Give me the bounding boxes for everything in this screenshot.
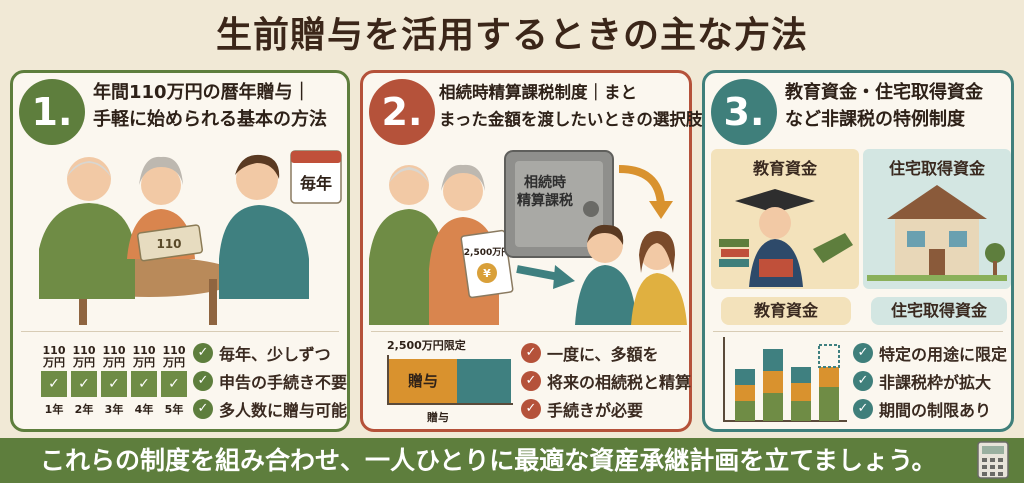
safe-label-2: 精算課税 — [517, 192, 573, 209]
check-icon: ✓ — [71, 371, 97, 397]
education-panel: 教育資金 — [711, 149, 859, 289]
calendar-label: 毎年 — [300, 174, 332, 193]
check-icon: ✓ — [853, 343, 873, 363]
check-icon: ✓ — [853, 371, 873, 391]
check-icon: ✓ — [193, 371, 213, 391]
safe-gift-illustration: 2,500万円 ¥ 相続時 精算課税 — [369, 150, 687, 325]
check-icon: ✓ — [193, 343, 213, 363]
feature-item: ✓期間の制限あり — [853, 395, 1007, 423]
card-number-badge: 2. — [369, 79, 435, 145]
family-gift-illustration: 110 毎年 — [39, 150, 342, 325]
feature-item: ✓特定の用途に限定 — [853, 339, 1007, 367]
card-heading: 教育資金・住宅取得資金 など非課税の特例制度 — [785, 82, 983, 130]
check-icon: ✓ — [521, 399, 541, 419]
calculator-icon — [977, 441, 1009, 479]
feature-item: ✓申告の手続き不要 — [193, 367, 347, 395]
check-icon: ✓ — [853, 399, 873, 419]
yen-icon: ¥ — [483, 267, 491, 280]
safe-label-1: 相続時 — [524, 174, 566, 191]
housing-label: 住宅取得資金 — [871, 297, 1007, 325]
card-heading: 相続時精算課税制度｜まと まった金額を渡したいときの選択肢 — [439, 83, 703, 129]
graduate-icon — [719, 189, 853, 287]
limit-label: 2,500万円限定 — [387, 339, 466, 352]
feature-item: ✓一度に、多額を — [521, 339, 691, 367]
stacked-bar-graphic — [723, 337, 847, 422]
check-icon: ✓ — [521, 371, 541, 391]
card-tax-exemption: 3. 教育資金・住宅取得資金 など非課税の特例制度 教育資金 住宅取得資金 — [702, 70, 1014, 432]
bar-axis: 贈与 — [387, 355, 513, 405]
arrow-icon — [618, 165, 665, 206]
dial-icon — [583, 201, 599, 217]
lump-sum-bar: 2,500万円限定 贈与 贈与 ✓一度に、多額を ✓将来の相続税と精算 ✓手続き… — [371, 335, 691, 427]
divider — [21, 331, 339, 332]
card-settlement-tax: 2. 相続時精算課税制度｜まと まった金額を渡したいときの選択肢 2,500万円… — [360, 70, 703, 432]
divider — [713, 331, 1003, 332]
card-heading: 年間110万円の暦年贈与｜ 手軽に始められる基本の方法 — [93, 82, 327, 130]
exemption-illustration: 教育資金 住宅取得資金 — [711, 149, 1011, 327]
page-title: 生前贈与を活用するときの主な方法 — [215, 15, 808, 56]
feature-item: ✓将来の相続税と精算 — [521, 367, 691, 395]
house-icon — [867, 185, 1007, 281]
axis-label: 贈与 — [427, 411, 449, 424]
card-number-badge: 3. — [711, 79, 777, 145]
education-label: 教育資金 — [721, 297, 851, 325]
document-amount: 2,500万円 — [464, 247, 510, 258]
feature-list: ✓特定の用途に限定 ✓非課税枠が拡大 ✓期間の制限あり — [853, 339, 1007, 423]
feature-item: ✓多人数に贈与可能 — [193, 395, 347, 423]
card-number-badge: 1. — [19, 79, 85, 145]
check-icon: ✓ — [41, 371, 67, 397]
divider — [371, 331, 681, 332]
check-icon: ✓ — [161, 371, 187, 397]
stacked-bars: ✓特定の用途に限定 ✓非課税枠が拡大 ✓期間の制限あり — [713, 335, 1007, 427]
housing-panel: 住宅取得資金 — [863, 149, 1011, 289]
check-icon: ✓ — [101, 371, 127, 397]
feature-item: ✓毎年、少しずつ — [193, 339, 347, 367]
bill-label: 110 — [156, 237, 181, 251]
check-icon: ✓ — [521, 343, 541, 363]
feature-item: ✓手続きが必要 — [521, 395, 691, 423]
check-icon: ✓ — [131, 371, 157, 397]
arrow-icon — [516, 265, 560, 281]
card-annual-gift: 1. 年間110万円の暦年贈与｜ 手軽に始められる基本の方法 110 毎年 11… — [10, 70, 350, 432]
check-icon: ✓ — [193, 399, 213, 419]
feature-list: ✓毎年、少しずつ ✓申告の手続き不要 ✓多人数に贈与可能 — [193, 339, 347, 423]
feature-list: ✓一度に、多額を ✓将来の相続税と精算 ✓手続きが必要 — [521, 339, 691, 423]
feature-item: ✓非課税枠が拡大 — [853, 367, 1007, 395]
footer-banner: これらの制度を組み合わせ、一人ひとりに最適な資産承継計画を立てましょう。 — [0, 438, 1024, 483]
settlement-bar — [457, 359, 511, 403]
gift-bar: 贈与 — [389, 359, 457, 403]
